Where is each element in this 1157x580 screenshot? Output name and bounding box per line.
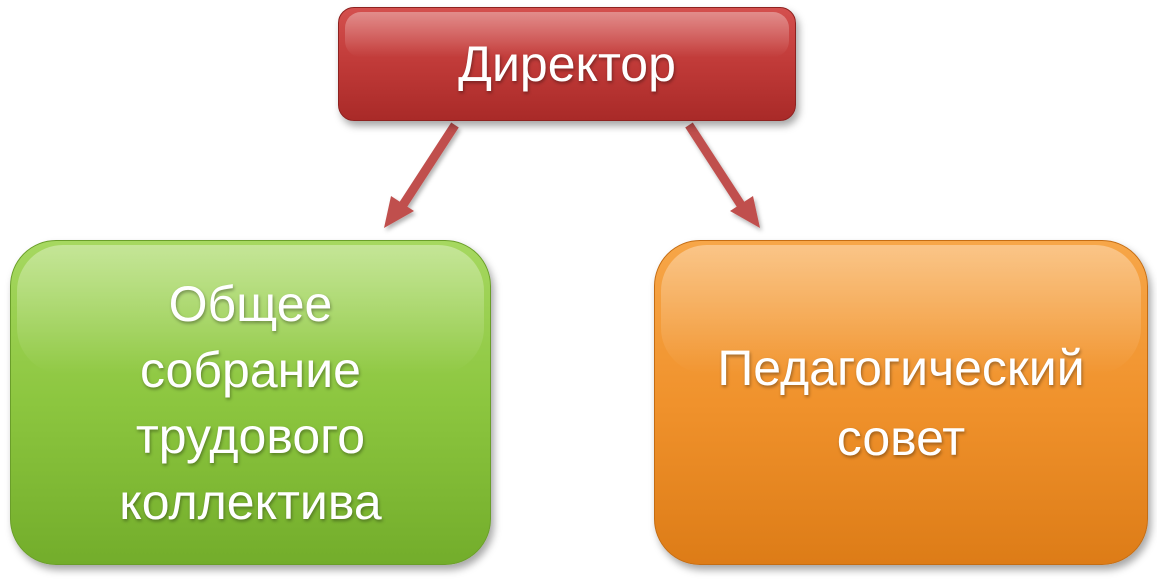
general-assembly-box: Общее собрание трудового коллектива — [10, 240, 491, 565]
general-assembly-label: Общее собрание трудового коллектива — [119, 275, 382, 530]
arrow-director-to-assembly — [384, 122, 459, 228]
pedagogical-council-label: Педагогический совет — [717, 339, 1085, 466]
director-label: Директор — [458, 36, 676, 92]
arrow-director-to-council — [685, 122, 760, 228]
director-box: Директор — [338, 7, 796, 121]
pedagogical-council-box: Педагогический совет — [654, 240, 1148, 565]
